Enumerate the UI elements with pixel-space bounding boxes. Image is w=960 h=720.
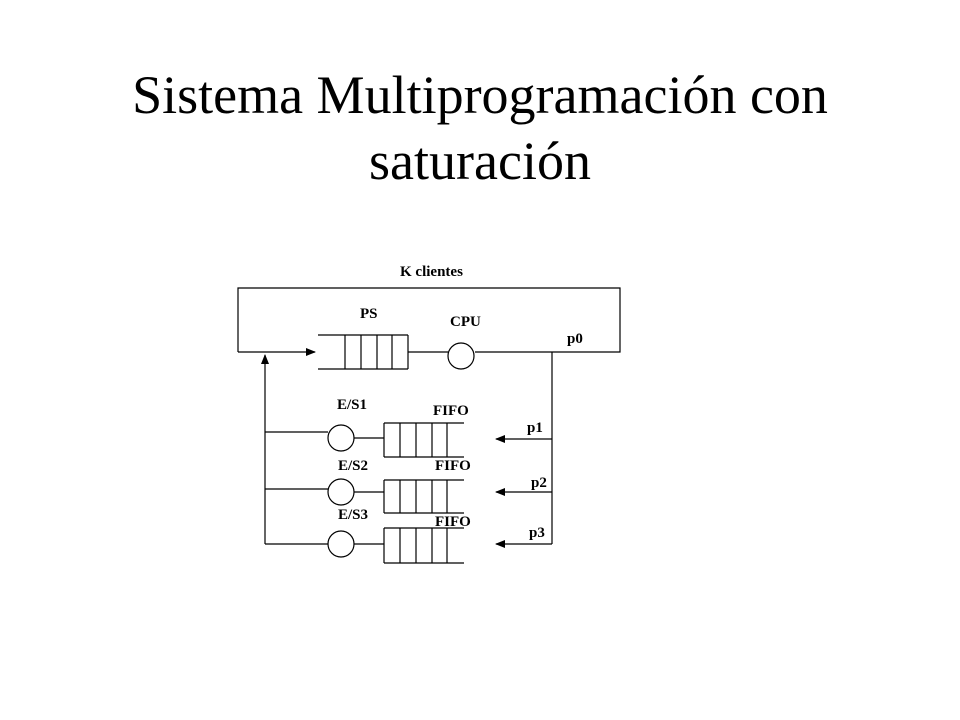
io2-server: [327, 478, 355, 506]
io1-label: E/S1: [337, 397, 367, 413]
slide-title: Sistema Multiprogramación con saturación: [0, 62, 960, 194]
clients-label: K clientes: [400, 264, 463, 280]
p3-label: p3: [529, 525, 545, 541]
slide-title-line-2: saturación: [369, 131, 591, 191]
fifo1-label: FIFO: [433, 403, 469, 419]
ps-queue: [318, 334, 409, 370]
io2-label: E/S2: [338, 458, 368, 474]
slide-title-line-1: Sistema Multiprogramación con: [132, 65, 828, 125]
clients-loop-line: [237, 287, 621, 353]
p2-label: p2: [531, 475, 547, 491]
fifo2-label: FIFO: [435, 458, 471, 474]
cpu-server: [447, 342, 475, 370]
p0-label: p0: [567, 331, 583, 347]
cpu-label: CPU: [450, 314, 481, 330]
io3-server: [327, 530, 355, 558]
ps-label: PS: [360, 306, 378, 322]
fifo-queue-1: [383, 422, 464, 458]
io1-server: [327, 424, 355, 452]
fifo3-label: FIFO: [435, 514, 471, 530]
fifo-queue-2: [383, 479, 464, 514]
p1-label: p1: [527, 420, 543, 436]
fifo-queue-3: [383, 527, 464, 564]
io3-label: E/S3: [338, 507, 368, 523]
